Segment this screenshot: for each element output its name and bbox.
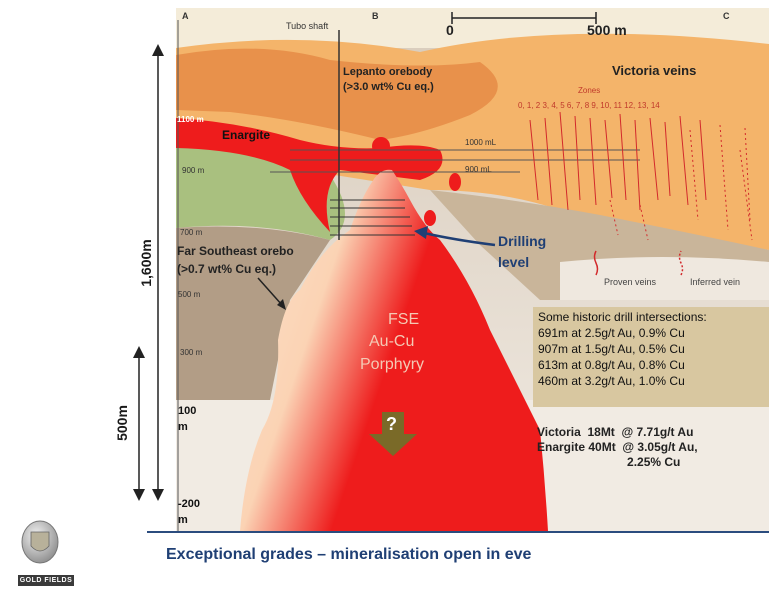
resource-victoria: Victoria 18Mt @ 7.71g/t Au [537, 425, 694, 439]
mine-level-lines [270, 149, 640, 173]
level-900: 900 m [182, 166, 205, 175]
inferred-vein-symbol [678, 250, 684, 276]
lepanto-core [372, 137, 390, 155]
company-logo: GOLD FIELDS [18, 520, 74, 590]
fse-label-3: Porphyry [360, 356, 425, 373]
logo-wordmark: GOLD FIELDS [18, 575, 74, 586]
dimension-1600m-label: 1,600m [138, 239, 154, 287]
depth-100-label-1: 100 [178, 405, 197, 417]
drilling-level-arrow [414, 226, 496, 247]
depth-m200-label-1: -200 [178, 498, 201, 510]
far-southeast-label-2: (>0.7 wt% Cu eq.) [177, 262, 277, 276]
intersection-row: 613m at 0.8g/t Au, 0.8% Cu [538, 358, 685, 372]
basement-layer-left [176, 226, 330, 400]
lepanto-label-1: Lepanto orebody [343, 66, 433, 78]
fse-label-2: Au-Cu [369, 333, 415, 350]
section-letter-b: B [372, 11, 379, 21]
legend-backdrop [560, 257, 769, 300]
scale-start-label: 0 [446, 22, 454, 38]
intersections-title: Some historic drill intersections: [538, 310, 707, 324]
fse-label-1: FSE [388, 311, 420, 328]
level-300: 300 m [180, 348, 203, 357]
level-1000ml: 1000 mL [465, 138, 497, 147]
depth-m200-label-2: m [178, 514, 188, 526]
dimension-500m-label: 500m [114, 405, 130, 441]
proven-veins-label: Proven veins [604, 277, 657, 287]
proven-vein-symbol [593, 250, 599, 276]
lepanto-label-2: (>3.0 wt% Cu eq.) [343, 81, 434, 93]
intersection-row: 907m at 1.5g/t Au, 0.5% Cu [538, 342, 685, 356]
resource-summary: Victoria 18Mt @ 7.71g/t Au Enargite 40Mt… [537, 425, 698, 470]
far-southeast-label-1: Far Southeast orebo [177, 244, 294, 258]
level-900ml: 900 mL [465, 165, 492, 174]
resource-enargite: Enargite 40Mt @ 3.05g/t Au, [537, 440, 698, 454]
drill-intersections-box: Some historic drill intersections: 691m … [533, 307, 769, 407]
level-700: 700 m [180, 228, 203, 237]
depth-100-label-2: m [178, 421, 188, 433]
scale-end-label: 500 m [587, 22, 627, 38]
intersection-row: 691m at 2.5g/t Au, 0.9% Cu [538, 326, 685, 340]
drilling-level-label-2: level [498, 254, 530, 270]
zone-numbers: 0, 1, 2 3, 4, 5 6, 7, 8 9, 10, 11 12, 13… [518, 101, 660, 110]
intersection-row: 460m at 3.2g/t Au, 1.0% Cu [538, 374, 685, 388]
red-blob-2 [449, 173, 461, 191]
zones-label: Zones [578, 86, 601, 95]
footer-title: Exceptional grades – mineralisation open… [166, 546, 532, 563]
resource-enargite-cu: 2.25% Cu [537, 455, 681, 469]
scale-bar [451, 12, 597, 24]
level-1100: 1100 m [177, 115, 204, 124]
section-letter-a: A [182, 11, 189, 21]
drilling-level-label-1: Drilling [498, 233, 547, 249]
dimension-1600m [152, 44, 164, 501]
victoria-veins-label: Victoria veins [612, 63, 697, 78]
green-layer [176, 140, 345, 240]
question-mark: ? [386, 414, 397, 434]
open-at-depth-arrow [369, 412, 417, 456]
shield-crest-icon [21, 520, 59, 564]
red-blob-1 [424, 210, 436, 226]
tubo-shaft-label: Tubo shaft [286, 21, 329, 31]
inferred-veins-label: Inferred vein [690, 277, 741, 287]
far-southeast-arrow [257, 277, 286, 310]
victoria-veins [529, 111, 707, 211]
dimension-500m [133, 346, 145, 501]
inferred-veins [609, 124, 753, 241]
footer-divider [147, 531, 769, 533]
lepanto-layer [176, 48, 498, 140]
drilling-level-lines [330, 199, 415, 236]
section-letter-c: C [723, 11, 730, 21]
enargite-body [176, 118, 443, 232]
fse-porphyry-body [240, 169, 548, 531]
level-500: 500 m [178, 290, 201, 299]
enargite-label: Enargite [222, 128, 271, 142]
